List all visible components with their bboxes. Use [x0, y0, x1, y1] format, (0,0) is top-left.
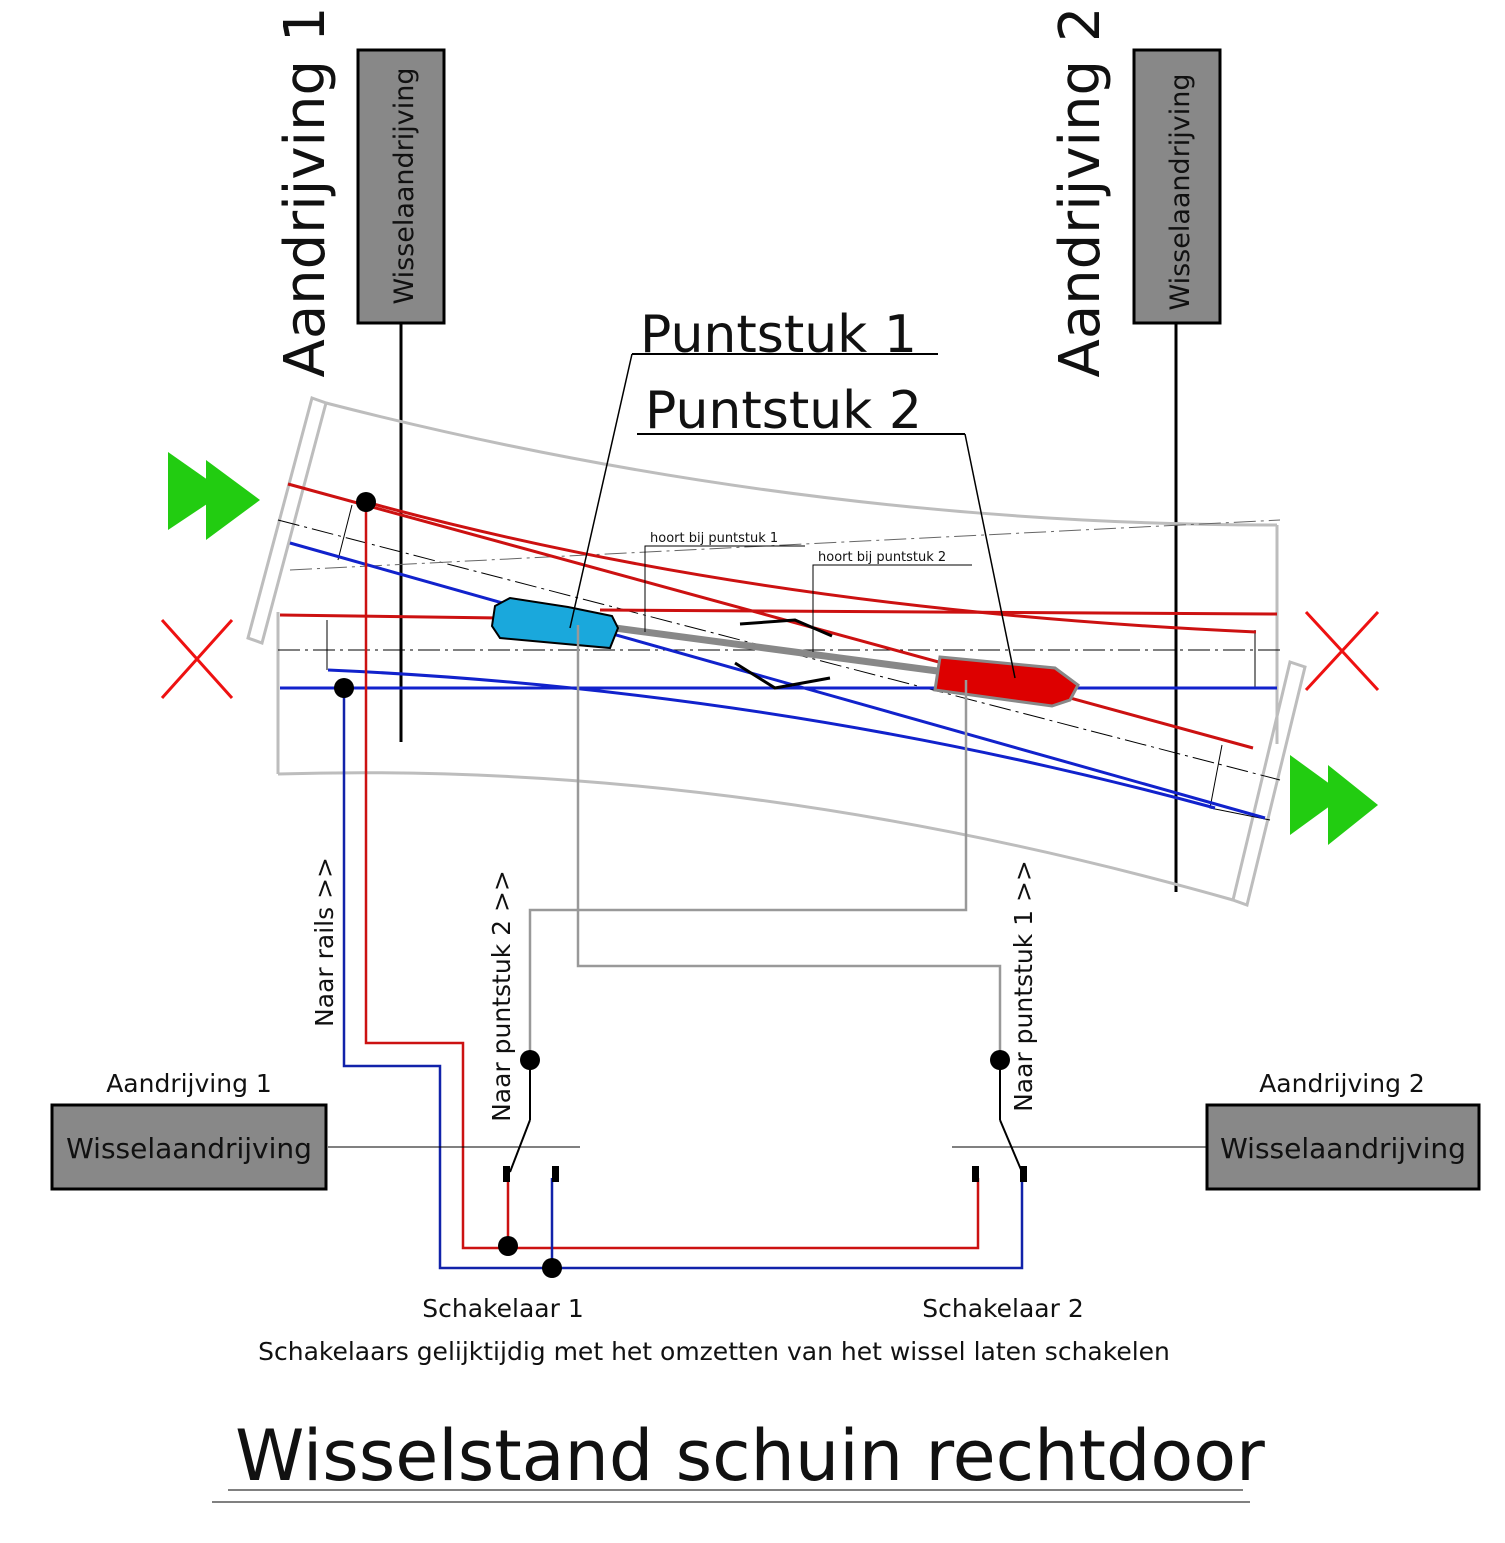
bottom-drive-2-label: Aandrijving 2	[1259, 1069, 1425, 1098]
track-frame	[246, 396, 1307, 907]
naar-puntstuk-2-label: Naar puntstuk 2 >>	[487, 870, 516, 1122]
bottom-drive-1: Aandrijving 1 Wisselaandrijving	[50, 1069, 328, 1191]
hoort-labels: hoort bij puntstuk 1 hoort bij puntstuk …	[644, 531, 972, 652]
frog-2	[933, 655, 1080, 708]
switch-2	[952, 1060, 1207, 1182]
page-title: Wisselstand schuin rechtdoor	[235, 1415, 1265, 1497]
hoort-bij-1: hoort bij puntstuk 1	[650, 531, 778, 546]
top-drive-1-box-label: Wisselaandrijving	[389, 67, 420, 304]
red-rails	[279, 482, 1278, 750]
naar-puntstuk-1-label: Naar puntstuk 1 >>	[1009, 860, 1038, 1112]
top-drive-1: Wisselaandrijving Aandrijving 1	[273, 7, 446, 742]
frog-link	[599, 618, 946, 690]
switch-2-label: Schakelaar 2	[922, 1294, 1083, 1323]
bottom-drive-1-label: Aandrijving 1	[106, 1069, 272, 1098]
top-drive-2-box-label: Wisselaandrijving	[1165, 73, 1196, 310]
blue-rails	[280, 541, 1277, 820]
puntstuk-2-label: Puntstuk 2	[645, 381, 922, 441]
switch-1	[328, 1060, 580, 1182]
bottom-drive-2-box-label: Wisselaandrijving	[1220, 1132, 1466, 1165]
green-arrow-left	[168, 452, 260, 540]
puntstuk-1-label: Puntstuk 1	[640, 305, 917, 365]
top-drive-1-side-label: Aandrijving 1	[273, 7, 338, 378]
top-drive-2-side-label: Aandrijving 2	[1048, 7, 1113, 378]
red-cross-right	[1304, 610, 1380, 692]
bottom-drive-1-box-label: Wisselaandrijving	[66, 1132, 312, 1165]
red-cross-left	[160, 618, 234, 700]
puntstuk-labels: Puntstuk 1 Puntstuk 2	[569, 305, 1016, 679]
switch-note: Schakelaars gelijktijdig met het omzette…	[258, 1337, 1170, 1366]
top-drive-2: Wisselaandrijving Aandrijving 2	[1048, 7, 1222, 892]
wires	[342, 502, 1024, 1270]
bottom-drive-2: Aandrijving 2 Wisselaandrijving	[1205, 1069, 1481, 1191]
switch-1-label: Schakelaar 1	[422, 1294, 583, 1323]
green-arrow-right	[1290, 755, 1378, 845]
hoort-bij-2: hoort bij puntstuk 2	[818, 550, 946, 565]
frog-1	[490, 596, 620, 650]
naar-rails-label: Naar rails >>	[310, 857, 339, 1027]
